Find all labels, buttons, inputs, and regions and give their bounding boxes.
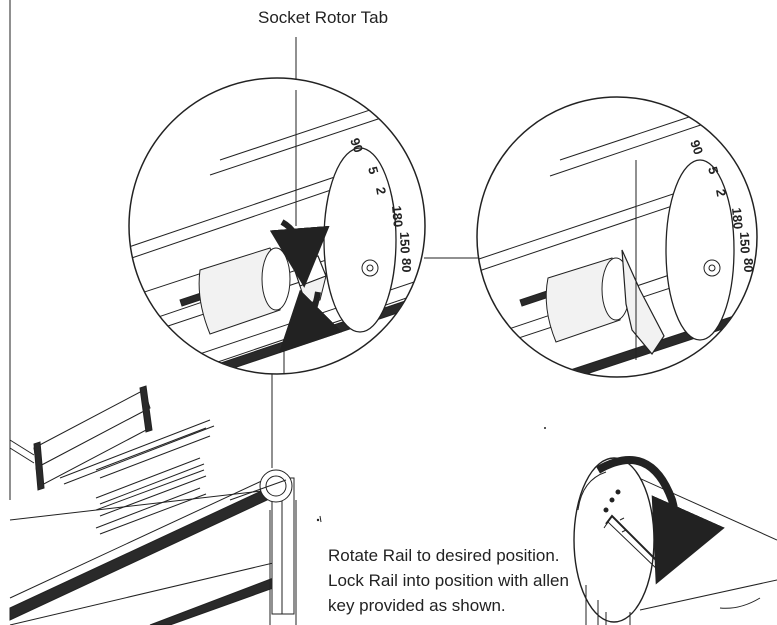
dial-label-left-3: 2 bbox=[373, 186, 389, 196]
dial-label-right-3: 2 bbox=[713, 188, 729, 198]
dial-label-right-1: 90 bbox=[687, 138, 706, 157]
instruction-line-1: Rotate Rail to desired position. bbox=[328, 546, 560, 565]
dial-label-left-1: 90 bbox=[347, 136, 366, 155]
instruction-line-3: key provided as shown. bbox=[328, 596, 506, 615]
dial-label-left-4: 180 bbox=[389, 205, 406, 228]
instruction-text: Rotate Rail to desired position. Lock Ra… bbox=[328, 543, 569, 618]
dial-label-right-4: 180 bbox=[729, 207, 746, 230]
dial-label-right-6: 80 bbox=[741, 258, 756, 272]
socket-rotor-tab-label: Socket Rotor Tab bbox=[258, 8, 389, 27]
instruction-line-2: Lock Rail into position with allen bbox=[328, 571, 569, 590]
dial-label-left-6: 80 bbox=[399, 258, 414, 272]
dial-label-left-2: 5 bbox=[365, 165, 381, 176]
rail-assembly-lower-left bbox=[9, 385, 297, 625]
dial-label-right-2: 5 bbox=[705, 165, 721, 176]
detail-circle-right: 90 5 2 180 150 80 bbox=[476, 96, 758, 378]
rotate-arrow bbox=[596, 456, 725, 585]
dial-label-left-5: 150 bbox=[397, 232, 413, 254]
dial-label-right-5: 150 bbox=[737, 232, 753, 254]
detail-circle-left: 90 5 2 180 150 80 bbox=[128, 77, 426, 375]
